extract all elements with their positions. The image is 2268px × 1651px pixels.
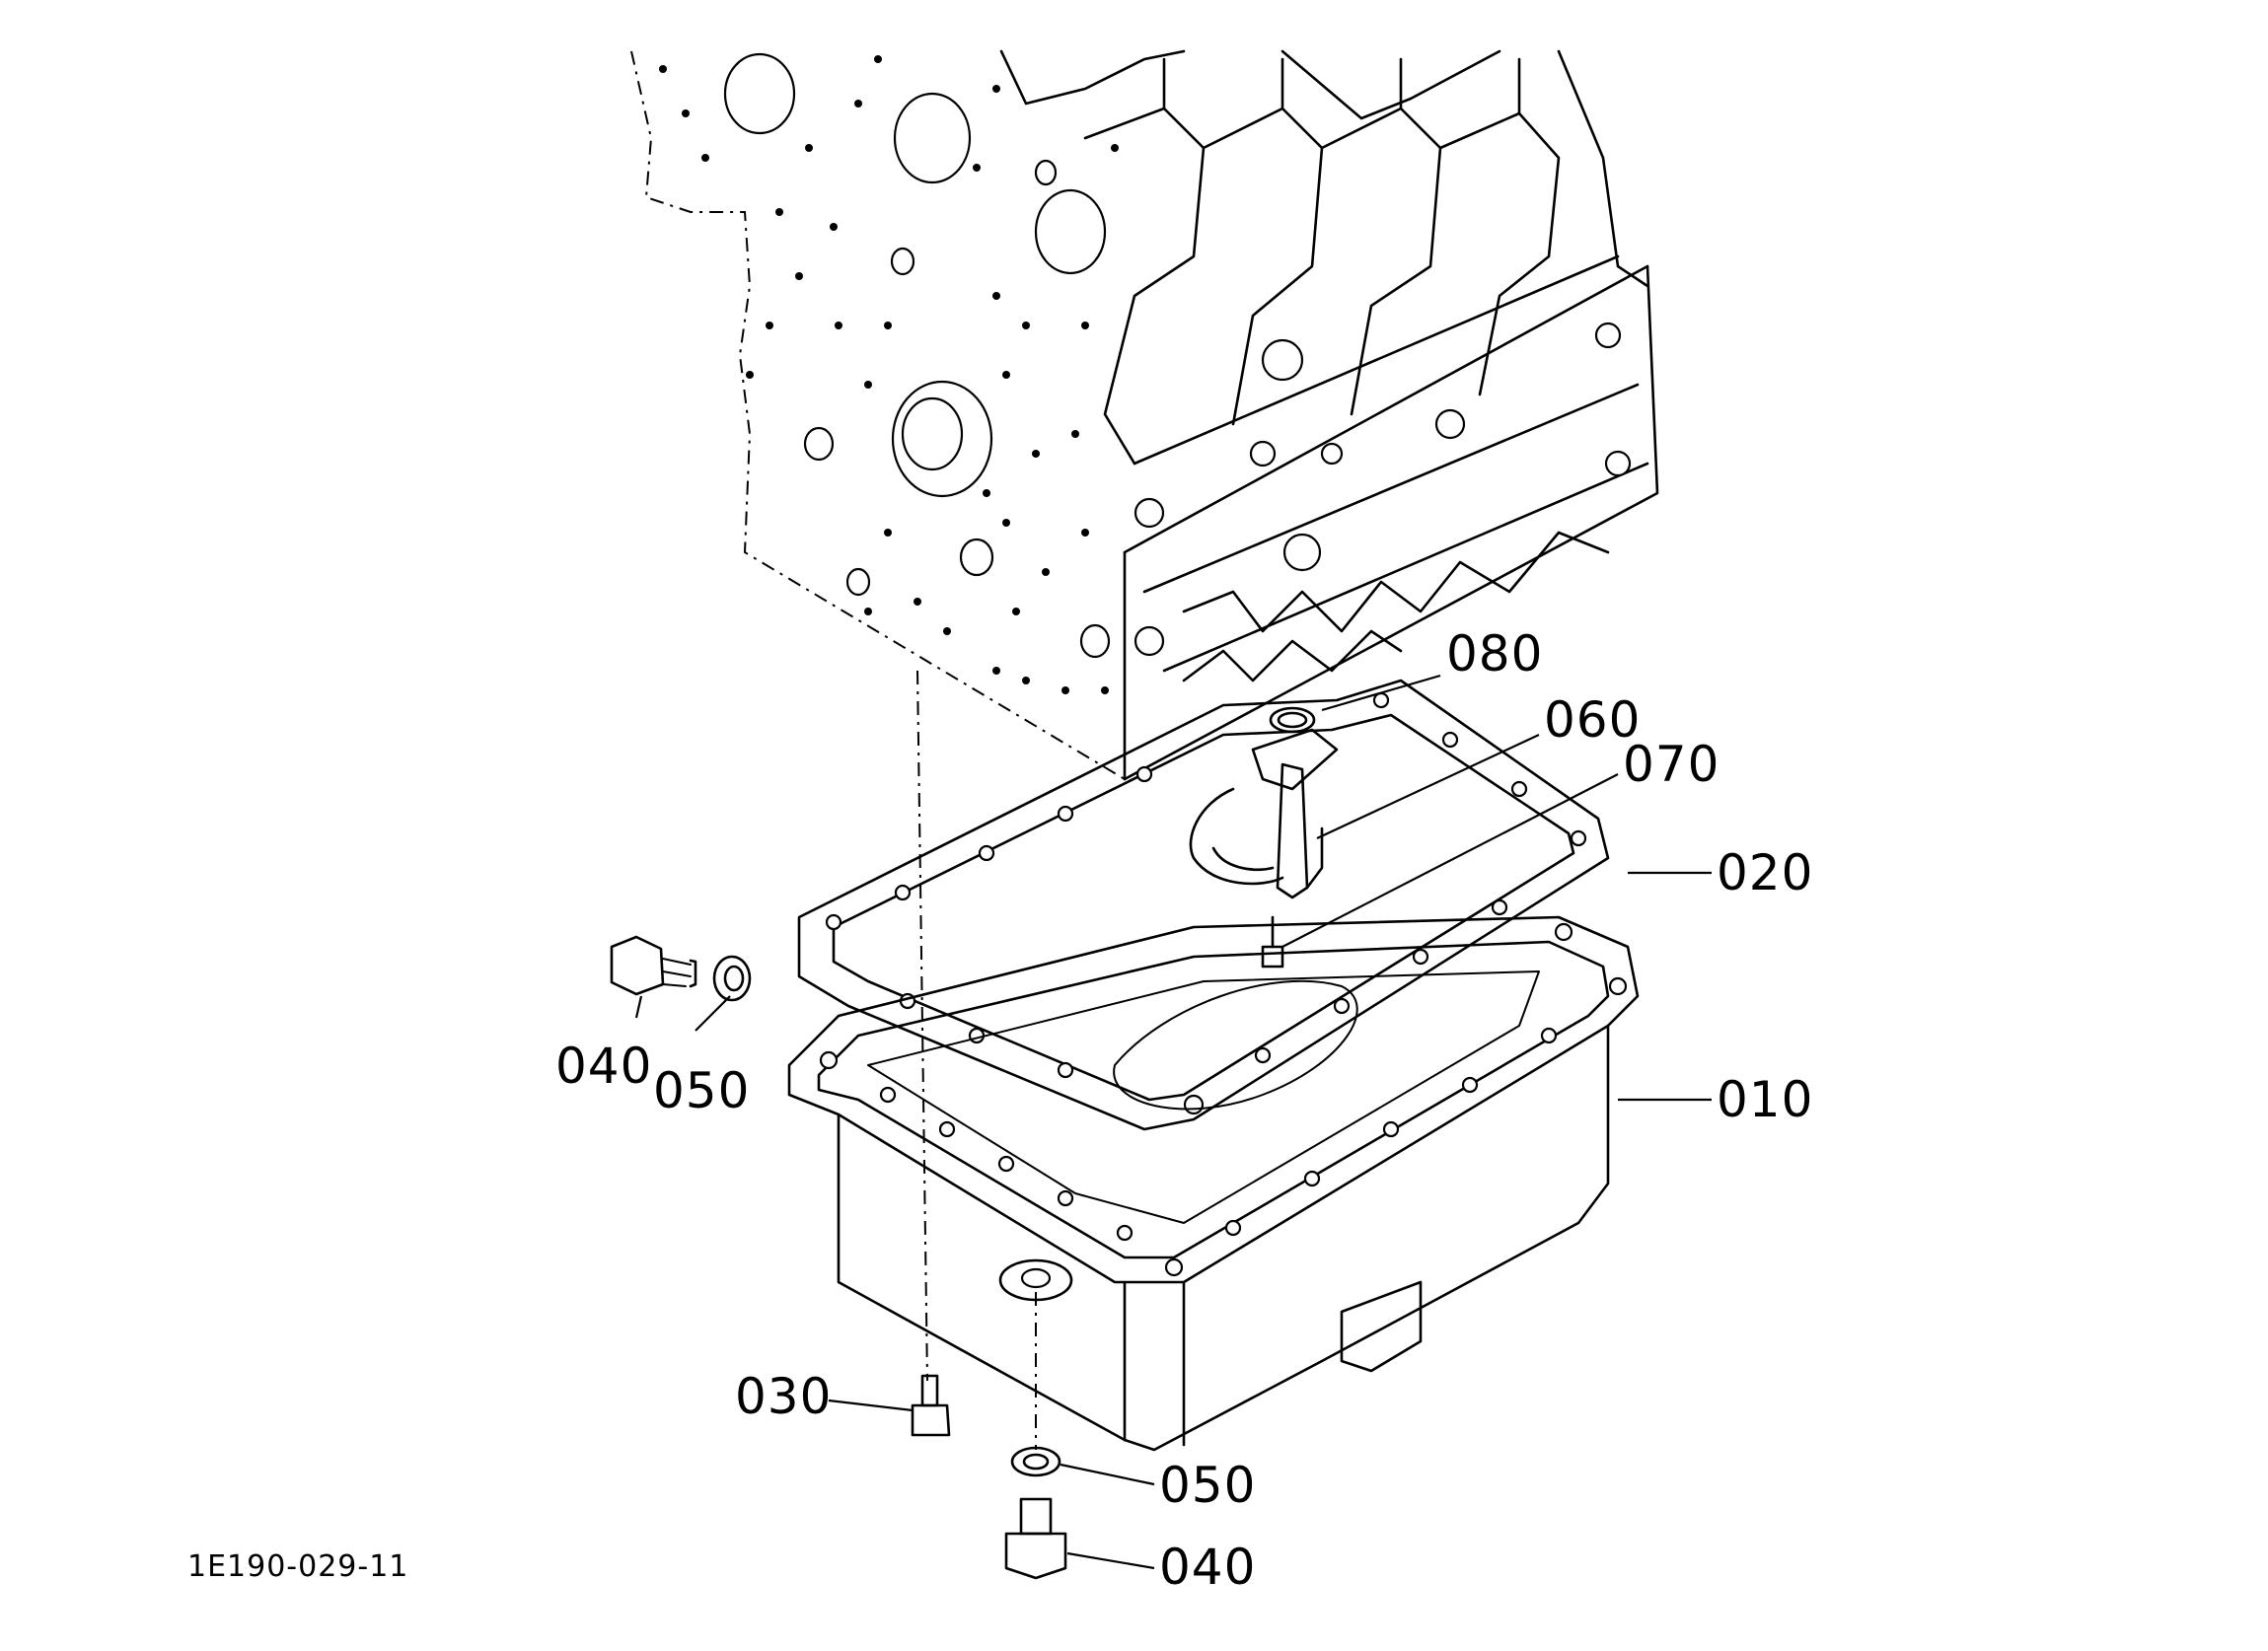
drawing-code: 1E190-029-11: [187, 1549, 408, 1584]
washer-050-left: [712, 955, 752, 1002]
callout-070: 070: [1623, 736, 1719, 793]
callout-040-left: 040: [555, 1038, 652, 1095]
drain-plug-040-left: [610, 935, 697, 996]
oil-pan-010: [787, 915, 1640, 1452]
oil-strainer-060: [1189, 706, 1339, 969]
callout-030: 030: [735, 1368, 832, 1425]
washer-050-bottom: [1010, 1292, 1061, 1477]
callout-050-bottom: 050: [1159, 1457, 1256, 1514]
gasket-020: [797, 679, 1610, 1131]
callout-050-left: 050: [653, 1062, 750, 1119]
drain-plug-040-bottom: [1004, 1497, 1067, 1580]
leader-lines: [634, 674, 1712, 1570]
callout-060: 060: [1544, 691, 1641, 749]
engine-block: [630, 49, 1659, 781]
callout-040-bottom: 040: [1159, 1539, 1256, 1596]
bolt-030: [911, 670, 951, 1437]
callout-080: 080: [1446, 625, 1543, 682]
callout-020: 020: [1717, 844, 1813, 901]
callout-010: 010: [1717, 1071, 1813, 1128]
